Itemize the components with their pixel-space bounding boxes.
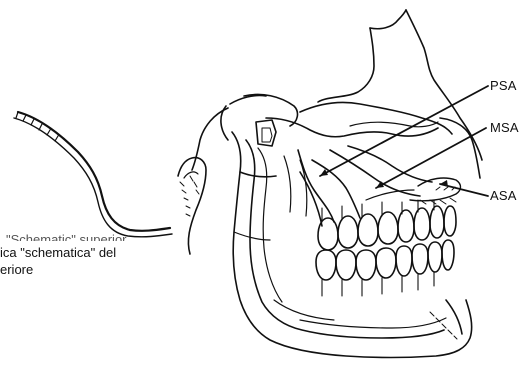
nerve-trunk <box>14 112 172 237</box>
lower-teeth <box>316 240 454 296</box>
caption-line-2: eriore <box>0 262 33 278</box>
orbit-zygomatic <box>221 94 480 178</box>
label-psa: PSA <box>490 78 517 93</box>
caption-line-1: ica "schematica" del <box>0 245 116 261</box>
label-msa: MSA <box>490 120 519 135</box>
frontal-bone <box>318 10 482 160</box>
label-asa: ASA <box>490 188 517 203</box>
psa-pointer-line <box>320 86 488 176</box>
condyle-region <box>178 108 228 254</box>
